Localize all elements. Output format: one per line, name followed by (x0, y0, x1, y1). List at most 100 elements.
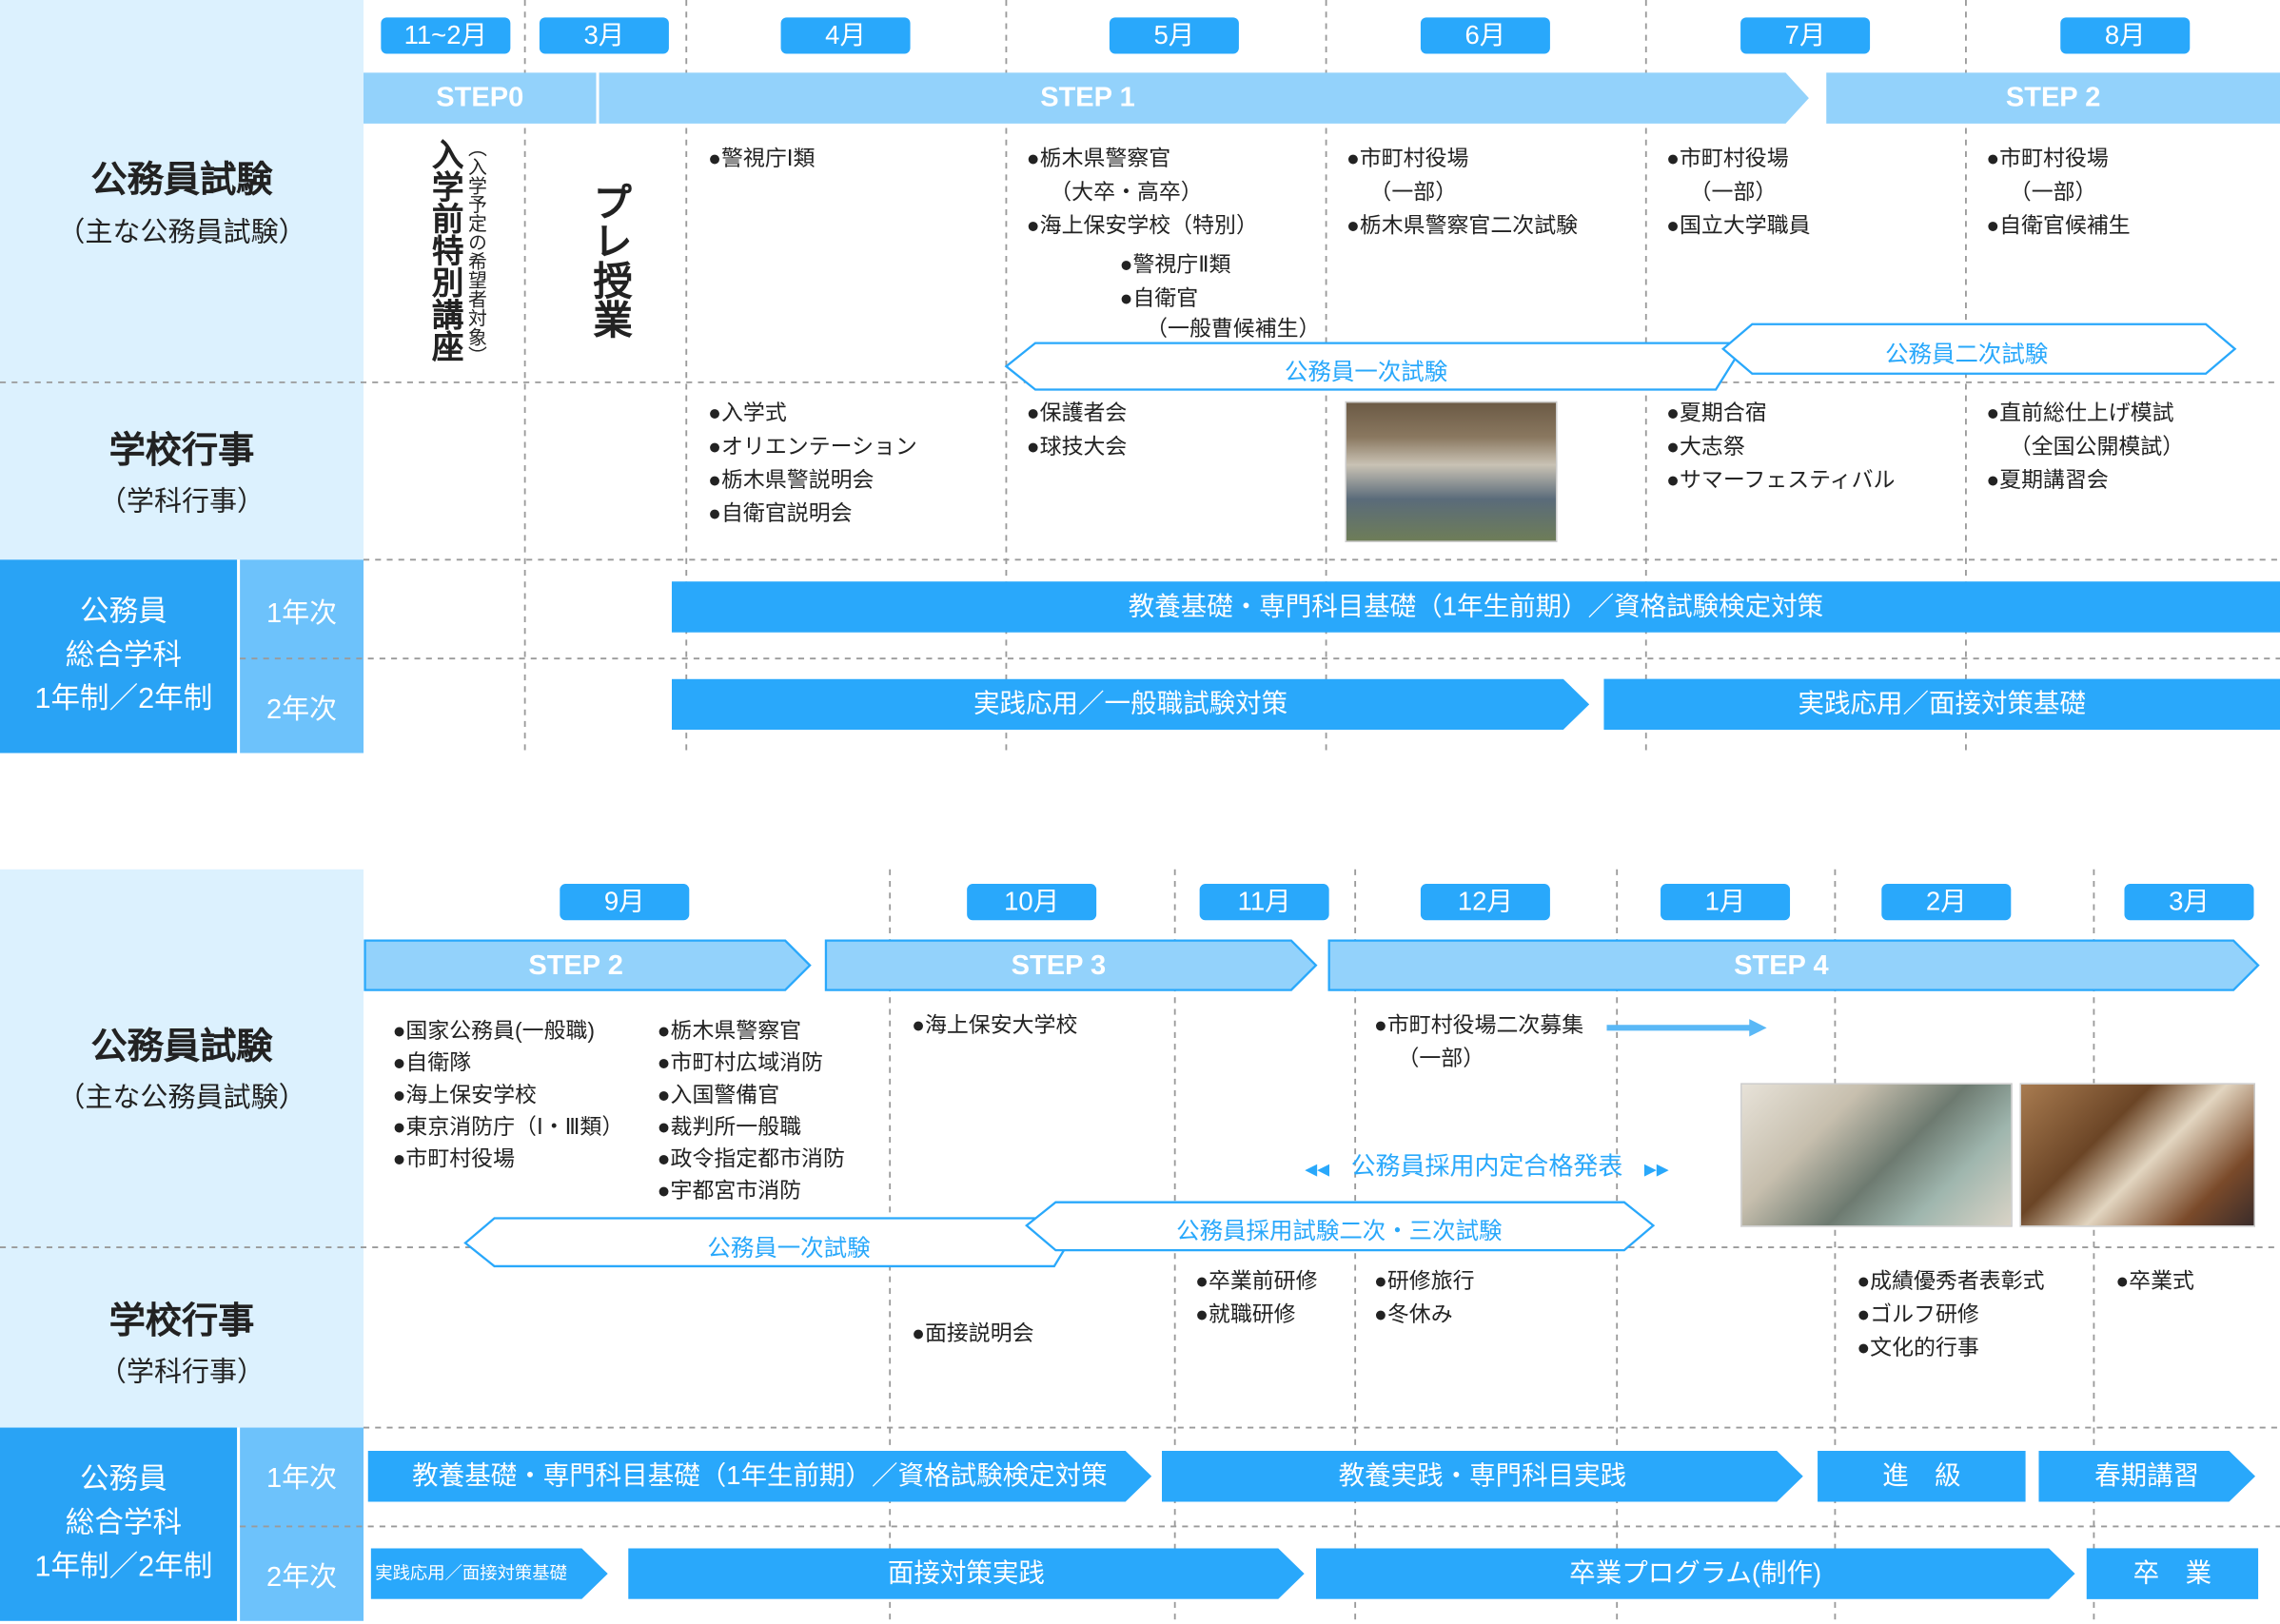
list-item: 宇都宮市消防 (658, 1176, 845, 1208)
list-item: ゴルフ研修 (1857, 1299, 2044, 1332)
course-line: 1年制／2年制 (34, 1551, 213, 1584)
list-item: 文化的行事 (1857, 1332, 2044, 1365)
month-pill: 2月 (1881, 884, 2012, 921)
list-item: 球技大会 (1027, 430, 1128, 463)
later-exam-arrow (1025, 1201, 1656, 1252)
step-label: STEP 1 (1040, 83, 1135, 114)
list-item: 夏期合宿 (1666, 397, 1895, 430)
step-label: STEP 2 (528, 950, 623, 982)
month-pill: 11~2月 (381, 17, 511, 54)
event-list-jul: 夏期合宿 大志祭 サマーフェスティバル (1666, 397, 1895, 497)
list-item-note: （一部） (1369, 180, 1458, 205)
month-pill: 5月 (1109, 17, 1239, 54)
arrow-right-icon (1606, 1019, 1767, 1037)
course-label: 公務員 総合学科 1年制／2年制 (0, 590, 247, 721)
list-item: 自衛隊 (393, 1048, 624, 1081)
month-pill: 11月 (1199, 884, 1329, 921)
curriculum-bar: 卒 業 (2086, 1548, 2259, 1599)
list-item: 就職研修 (1195, 1299, 1317, 1332)
list-item: 冬休み (1374, 1299, 1475, 1332)
list-item: 自衛官 (1120, 282, 1321, 315)
month-pill: 3月 (539, 17, 669, 54)
pre-class-label: プレ授業 (587, 182, 632, 340)
list-item: 市町村役場 (1666, 143, 1810, 176)
course-line: 総合学科 (65, 1507, 183, 1540)
event-list-mar: 卒業式 (2115, 1264, 2194, 1298)
list-item: 裁判所一般職 (658, 1112, 845, 1145)
curriculum-bar: 教養基礎・専門科目基礎（1年生前期）／資格試験検定対策 (671, 581, 2280, 633)
list-item: 自衛官説明会 (708, 498, 917, 531)
first-exam-arrow-top (1004, 342, 1747, 391)
exam-list-oct: 海上保安大学校 (912, 1008, 1077, 1042)
later-exam-label: 公務員採用試験二次・三次試験 (1176, 1220, 1503, 1245)
curriculum-bar: 面接対策実践 (628, 1548, 1305, 1598)
year-panel-bottom (240, 1427, 364, 1621)
course-panel-top (0, 559, 238, 753)
double-right-arrow-icon: ▶▶ (1643, 1161, 1669, 1180)
list-item: 市町村役場 (1986, 143, 2130, 176)
event-list-feb: 成績優秀者表彰式 ゴルフ研修 文化的行事 (1857, 1264, 2044, 1364)
left-panel-top (0, 0, 364, 560)
step2-bar-top (1826, 72, 2280, 124)
pre-course-label: 入学前特別講座 (427, 138, 464, 362)
list-item: 市町村役場二次募集 (1374, 1008, 1583, 1042)
month-pill: 4月 (780, 17, 911, 54)
list-item: 卒業式 (2115, 1264, 2194, 1298)
list-item: サマーフェスティバル (1666, 463, 1895, 497)
list-item: 警視庁Ⅱ類 (1120, 248, 1321, 282)
list-item-note: （一部） (2009, 180, 2097, 205)
exam-list-may: 栃木県警察官 （大卒・高卒） 海上保安学校（特別） 警視庁Ⅱ類 自衛官 （一般曹… (1027, 143, 1321, 343)
list-item: 海上保安学校 (393, 1080, 624, 1112)
exam-list-dec: 市町村役場二次募集 （一部） (1374, 1008, 1583, 1075)
list-item-note: （一般曹候補生） (1146, 317, 1321, 342)
list-item: 入学式 (708, 397, 917, 430)
course-line: 1年制／2年制 (34, 683, 213, 715)
first-exam-label-bottom: 公務員一次試験 (707, 1237, 871, 1262)
year1-label: 1年次 (265, 598, 338, 630)
curriculum-bar: 教養実践・専門科目実践 (1162, 1451, 1803, 1501)
list-item: 夏期講習会 (1986, 463, 2184, 497)
list-item: 警視庁Ⅰ類 (708, 143, 815, 176)
curriculum-bar: 春期講習 (2038, 1451, 2255, 1501)
event-list-oct: 面接説明会 (912, 1317, 1034, 1350)
step4-bar (1327, 939, 2260, 991)
list-item: 入国警備官 (658, 1080, 845, 1112)
step-label: STEP 3 (1011, 950, 1107, 982)
exam-row-title: 公務員試験 (90, 1026, 273, 1067)
school-row-subtitle: （学科行事） (98, 486, 265, 518)
curriculum-bar: 実践応用／一般職試験対策 (672, 679, 1589, 730)
event-list-aug: 直前総仕上げ模試 （全国公開模試） 夏期講習会 (1986, 397, 2184, 497)
list-item: 市町村役場 (393, 1145, 624, 1177)
month-pill: 9月 (560, 884, 690, 921)
list-item-note: （一部） (1689, 180, 1778, 205)
list-item: 政令指定都市消防 (658, 1145, 845, 1177)
list-item: 自衛官候補生 (1986, 209, 2131, 243)
list-item-note: （大卒・高卒） (1050, 180, 1203, 205)
list-item: 保護者会 (1027, 397, 1128, 430)
list-item: 海上保安大学校 (912, 1008, 1077, 1042)
month-pill: 10月 (967, 884, 1097, 921)
curriculum-bar: 卒業プログラム(制作) (1316, 1548, 2075, 1598)
curriculum-bar: 実践応用／面接対策基礎 (1603, 678, 2280, 731)
double-left-arrow-icon: ◀◀ (1305, 1161, 1330, 1180)
exam-list-apr: 警視庁Ⅰ類 (708, 143, 815, 176)
course-line: 総合学科 (65, 639, 183, 672)
course-line: 公務員 (80, 1463, 167, 1497)
month-pill: 8月 (2060, 17, 2191, 54)
event-list-dec: 研修旅行 冬休み (1374, 1264, 1475, 1331)
left-panel-bottom (0, 869, 364, 1428)
month-pill: 12月 (1420, 884, 1550, 921)
month-pill: 7月 (1740, 17, 1871, 54)
group-photo (1345, 401, 1558, 542)
month-pill: 1月 (1661, 884, 1791, 921)
step2-bar-bottom (364, 939, 812, 991)
event-list-may: 保護者会 球技大会 (1027, 397, 1128, 463)
pottery-photo (1740, 1083, 2013, 1227)
step-label: STEP 4 (1734, 950, 1829, 982)
course-panel-bottom (0, 1427, 238, 1621)
dinner-photo (2019, 1083, 2256, 1227)
pre-course-note: （入学予定の希望者対象） (464, 138, 487, 365)
list-item: 大志祭 (1666, 430, 1895, 463)
list-item: 直前総仕上げ模試 (1986, 397, 2184, 430)
